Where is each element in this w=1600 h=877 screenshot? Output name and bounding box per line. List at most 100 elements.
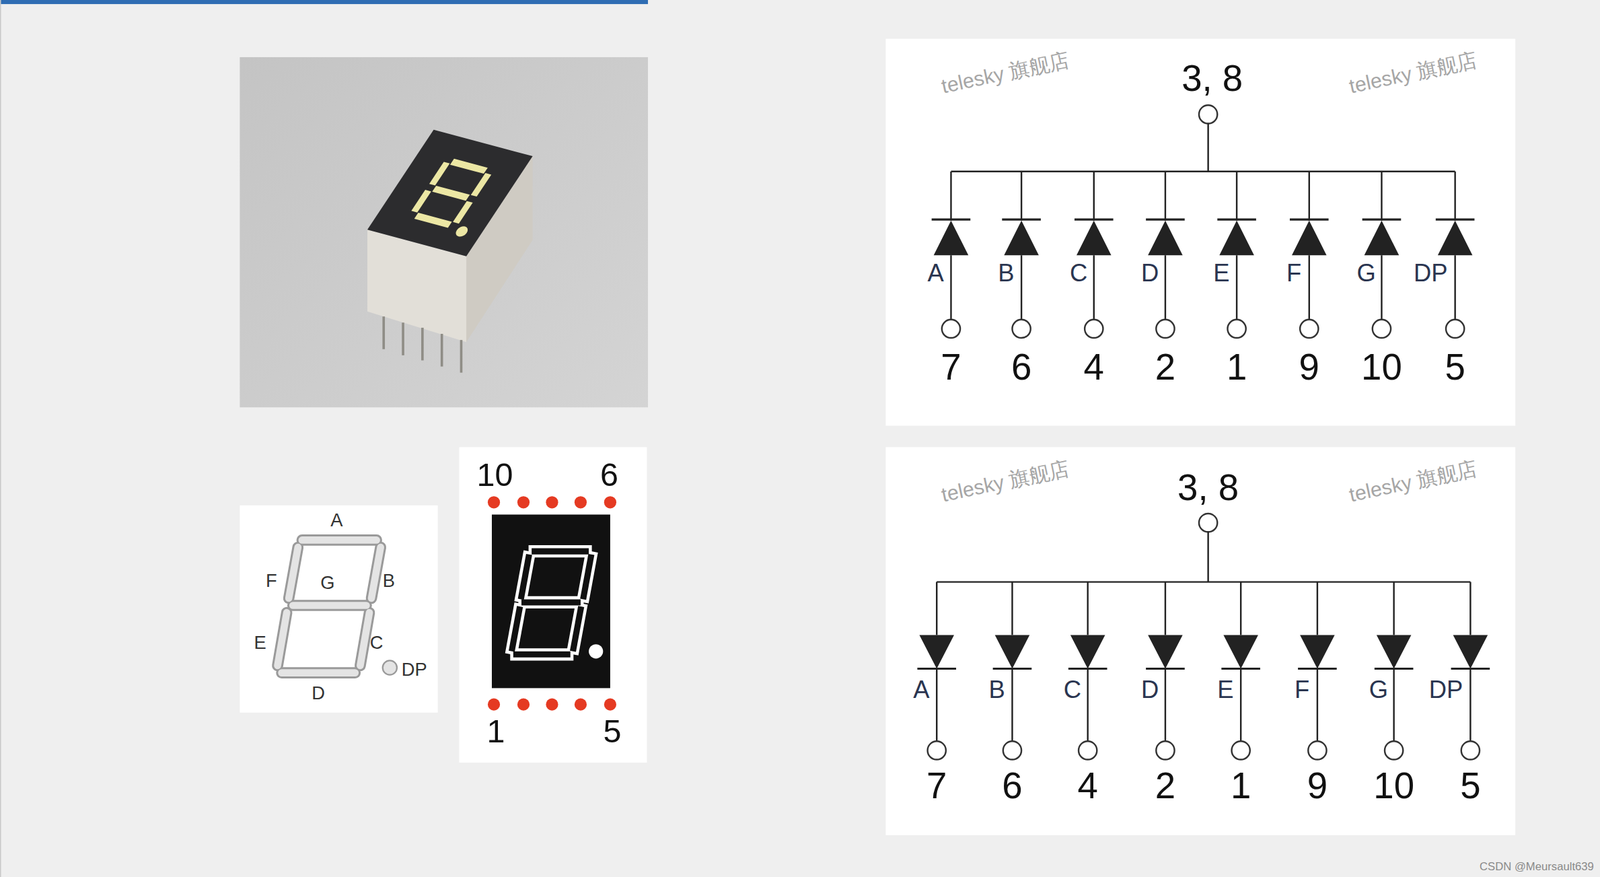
pin-number: 2 <box>1155 349 1176 387</box>
pin-figure-part-part <box>524 598 578 605</box>
component-photo-part <box>367 129 533 257</box>
component-photo <box>239 57 648 408</box>
segment-letter: D <box>1141 677 1159 702</box>
component-photo-part-part <box>431 185 470 201</box>
pin-figure-part <box>487 495 617 711</box>
segment-letter: A <box>927 261 944 286</box>
component-photo-part-part <box>411 189 432 213</box>
segment-figure-part-part <box>302 534 377 546</box>
pin-figure-part-part <box>516 651 568 658</box>
pin-figure-part-part <box>583 557 591 597</box>
pin-figure-part-part <box>573 609 581 649</box>
segment-figure-part-part <box>292 599 367 611</box>
pin-number: 1 <box>487 714 506 748</box>
segment-letter: DP <box>401 660 428 679</box>
pin-figure-part <box>512 551 591 654</box>
pin-figure-part-part <box>521 557 529 597</box>
pin-figure-part-part <box>574 495 587 508</box>
segment-letter: F <box>265 571 278 590</box>
component-photo-part-part <box>421 327 424 361</box>
pin-number: 10 <box>1361 349 1403 387</box>
pin-figure-part <box>512 551 591 654</box>
component-photo-part <box>403 156 506 238</box>
pin-figure-part-part <box>534 544 587 558</box>
common-cathode-schematic-part <box>1435 171 1475 338</box>
common-anode-schematic-part <box>993 582 1033 760</box>
common-cathode-schematic <box>885 39 1516 426</box>
common-cathode-schematic-part <box>931 171 971 338</box>
pin-figure-part-part <box>487 698 500 711</box>
segment-letter: B <box>989 677 1006 702</box>
pin-number: 9 <box>1307 767 1328 805</box>
pin-figure-part-part <box>487 495 500 508</box>
segment-figure-part-part <box>359 612 370 666</box>
segment-letter: DP <box>1429 677 1464 702</box>
common-anode-schematic-part <box>1451 582 1491 760</box>
common-anode-schematic-part <box>1221 582 1261 760</box>
segment-figure-part-part <box>277 612 288 666</box>
segment-letter: F <box>1294 677 1310 702</box>
common-cathode-schematic-part <box>950 170 1455 173</box>
common-anode-schematic-part <box>1145 582 1185 760</box>
pin-number: 4 <box>1077 767 1098 805</box>
common-cathode-schematic-part <box>1217 171 1257 338</box>
pin-number: 5 <box>602 714 622 748</box>
segment-figure-part <box>277 539 381 673</box>
component-photo-part-part <box>429 161 451 186</box>
pin-number: 1 <box>1226 349 1247 387</box>
pin-figure-part-part <box>604 495 617 508</box>
segment-figure-part <box>382 660 397 675</box>
common-cathode-schematic-part <box>1198 104 1218 124</box>
segment-letter: G <box>1357 261 1376 286</box>
common-anode-schematic-part <box>1198 513 1218 532</box>
component-photo-part <box>383 316 461 373</box>
common-anode-schematic-part <box>885 446 1516 835</box>
segment-letter: A <box>330 511 343 530</box>
pin-figure-part-part <box>517 495 530 508</box>
component-photo-part-part <box>401 322 405 356</box>
common-cathode-schematic-part <box>1074 171 1114 338</box>
segment-letter: C <box>370 633 384 652</box>
common-anode-schematic-part <box>1207 531 1209 582</box>
pin-number: 5 <box>1460 767 1481 805</box>
common-cathode-schematic-part <box>1145 171 1185 338</box>
segment-figure-part-part <box>281 668 356 677</box>
segment-figure-part-part <box>371 547 381 599</box>
pin-number: 2 <box>1155 767 1176 805</box>
pin-figure-part-part <box>512 609 520 649</box>
common-pin-label: 3, 8 <box>1181 59 1243 97</box>
segment-figure-part-part <box>371 547 381 599</box>
watermark: telesky 旗舰店 <box>1347 458 1479 506</box>
segment-figure-part <box>277 539 381 673</box>
pin-figure-part-part <box>604 698 617 711</box>
pin-number: 5 <box>1444 349 1465 387</box>
pin-figure <box>458 446 647 763</box>
common-cathode-schematic-part <box>1289 171 1329 338</box>
component-photo-part-part <box>453 225 471 239</box>
segment-figure-part-part <box>288 547 299 599</box>
common-cathode-schematic-part <box>1001 171 1041 338</box>
segment-letter: DP <box>1413 261 1448 286</box>
pin-number: 6 <box>1001 767 1023 805</box>
pin-figure-part <box>491 514 611 689</box>
component-photo-part-part <box>450 158 488 174</box>
pin-figure-part <box>458 446 647 763</box>
component-photo-part-part <box>470 172 492 197</box>
edge-line <box>0 0 2 877</box>
pin-number: 6 <box>1011 349 1032 387</box>
pin-figure-part-part <box>583 557 591 597</box>
pin-figure-part <box>588 643 603 659</box>
component-photo-part-part <box>452 201 474 225</box>
pin-figure-part-part <box>524 596 578 609</box>
pin-number: 9 <box>1299 349 1320 387</box>
pin-number: 4 <box>1083 349 1105 387</box>
component-photo-part-part <box>414 212 453 228</box>
segment-letter: E <box>1217 677 1234 702</box>
segment-figure-part-part <box>281 666 356 679</box>
segment-letter: D <box>1141 261 1159 286</box>
pin-figure-part-part <box>517 698 530 711</box>
watermark: telesky 旗舰店 <box>939 458 1071 506</box>
